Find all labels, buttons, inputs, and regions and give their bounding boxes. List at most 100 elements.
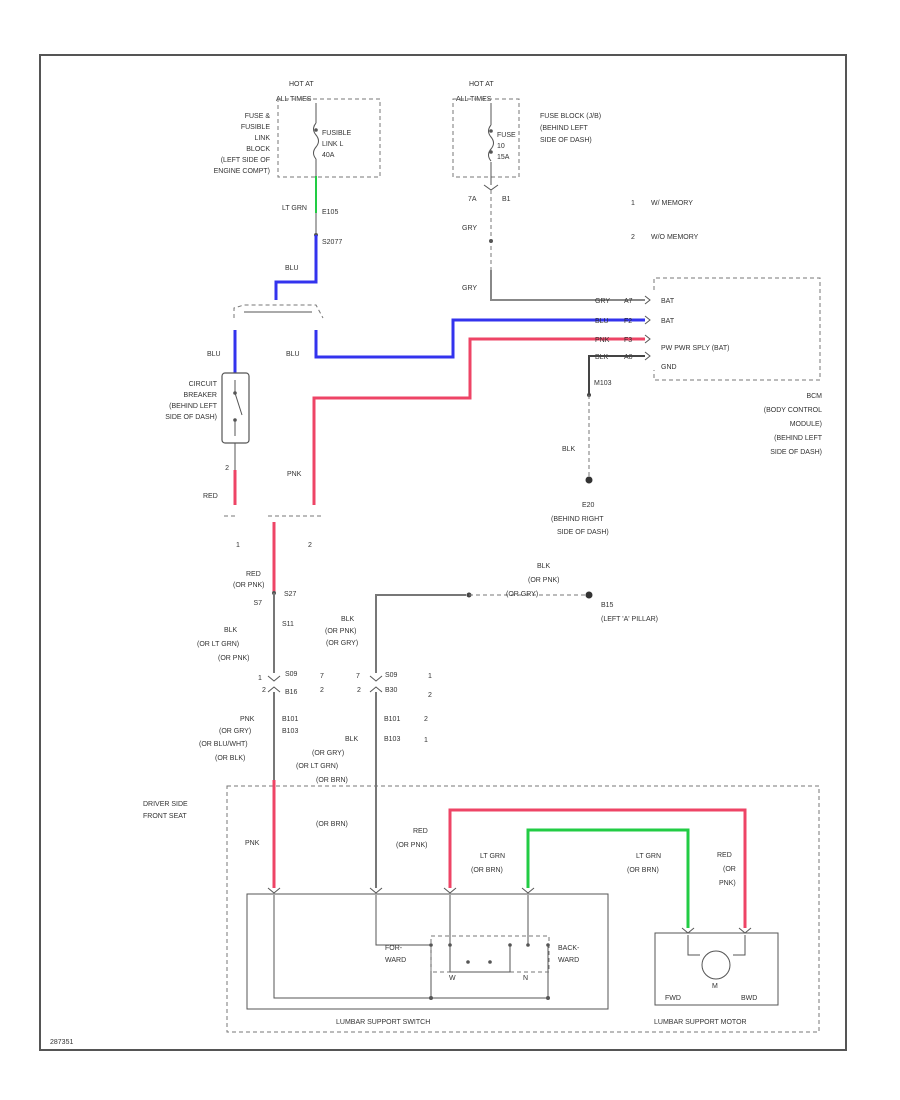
seat-ltgrn-right-b: (OR BRN) [627,867,659,874]
wire-blu-splice-label: BLU [285,265,299,272]
fuse-right-fuse-2: 10 [497,143,505,150]
lower-left-wire3-d: (OR BLK) [215,755,245,762]
bcm-name-1: BCM [806,393,822,400]
bcm-pin-2-wire: BLU [595,318,609,325]
bcm-pin-1-id: A7 [624,298,633,305]
lumbar-motor-box [654,932,779,1006]
fuse-left-fuse-2: LINK L [322,141,344,148]
seat-boundary [226,785,820,1033]
switch-contact-5 [546,943,550,947]
bcm-pin-2-name: BAT [661,318,675,325]
lower-mid-conn1-opt2: 1 [428,673,432,680]
motor-terminal-right [738,927,752,934]
bcm-pin-3-wire: PNK [595,337,610,344]
ground-b15-wire-a: BLK [537,563,551,570]
breaker-line-1: CIRCUIT [189,381,218,388]
lower-left-wire1-b: (OR PNK) [233,582,265,589]
lower-left-wire2-a: BLK [224,627,238,634]
fuse-left-dot [314,128,318,132]
bcm-connector: M103 [594,380,612,387]
switch-terminals [267,887,535,894]
bcm-pin-1-name: BAT [661,298,675,305]
bcm-name-4: (BEHIND LEFT [774,435,823,442]
legend-text-2: W/O MEMORY [651,234,699,241]
switch-lever [449,945,511,973]
lower-left-opt-7: 7 [320,673,324,680]
ground-e20-loc-1: (BEHIND RIGHT [551,516,604,523]
switch-contact-n: N [523,975,528,982]
lower-left-conn4: B103 [282,728,298,735]
legend-text-1: W/ MEMORY [651,200,693,207]
seat-red-right-c: PNK) [719,880,736,887]
lower-mid-conn4-opt: 1 [424,737,428,744]
fuse-right-loc-3: SIDE OF DASH) [540,137,592,144]
switch-forward-a: FOR- [385,945,403,952]
switch-contact-6 [466,960,470,964]
lower-mid-conn1-opt: 7 [356,673,360,680]
breaker-wire-bottom-label: RED [203,493,218,500]
fuse-right-fuse-3: 15A [497,154,510,161]
breaker-line-2: BREAKER [184,392,217,399]
splice-s2077-label: S2077 [322,239,342,246]
option-1: 1 [236,542,240,549]
seat-red-left-a: RED [413,828,428,835]
fuse-right-dot-b [489,150,493,154]
lower-mid-wire-top-c: (OR GRY) [326,640,358,647]
ground-b15-location: (LEFT 'A' PILLAR) [601,616,658,623]
lumbar-switch-box [246,893,609,1010]
lower-mid-conn4-id: B103 [384,736,400,743]
bcm-pin-3-id: F3 [624,337,632,344]
switch-contact-w: W [449,975,456,982]
option-2: 2 [308,542,312,549]
lower-mid-wire-bot-c: (OR LT GRN) [296,763,338,770]
switch-contact-frame [430,935,550,973]
bcm-box [653,277,821,381]
lower-mid-conn2-opt: 2 [357,687,361,694]
connector-7a-b1 [483,184,499,191]
bcm-pin-2-id: F2 [624,318,632,325]
switch-forward-b: WARD [385,957,406,964]
fuse-right-header: HOT AT [469,81,494,88]
bcm-pin-3-name: PW PWR SPLY (BAT) [661,345,729,352]
lower-mid-wire-bot-a: BLK [345,736,359,743]
bcm-pin-1-wire: GRY [595,298,610,305]
lower-left-wire3-b: (OR GRY) [219,728,251,735]
diagram-frame [39,54,847,1051]
fuse-left-fuse-3: 40A [322,152,335,159]
ground-b15-wire-b: (OR PNK) [528,577,560,584]
wire-gry-to-bcm [490,270,645,301]
bcm-name-3: MODULE) [790,421,822,428]
motor-internal-wiring [687,935,746,956]
lower-mid-wire-top-b: (OR PNK) [325,628,357,635]
lower-left-splice-b: S11 [282,621,294,628]
motor-terminal-left [681,927,695,934]
fuse-right-header2: ALL TIMES [456,96,492,103]
wire-ltgrn-switch-motor [526,828,690,928]
fuse-left-loc-3: LINK [254,135,270,142]
switch-terminal-4 [521,887,535,894]
fuse-right-fuse-1: FUSE [497,132,516,139]
motor-symbol: M [712,983,718,990]
seat-ltgrn-left-a: LT GRN [480,853,505,860]
ground-e20-symbol [585,476,593,484]
wire-pnk-label: PNK [287,471,302,478]
legend-num-2: 2 [631,234,635,241]
lower-left-conn1-opt: 1 [258,675,262,682]
wire-blu-splice [274,235,318,300]
wire-blu-right-label: BLU [286,351,300,358]
switch-contact-4 [526,943,530,947]
connector-s09-mid [369,675,383,693]
fuse-right-dot-a [489,129,493,133]
lower-left-conn3: B101 [282,716,298,723]
bcm-pin-4-name: GND [661,364,677,371]
fuse-left-loc-5: (LEFT SIDE OF [221,157,270,164]
bcm-pin-row-4: BLK A8 GND [595,351,677,371]
fuse-right-box [452,98,520,178]
lower-mid-wire-top-a: BLK [341,616,355,623]
connector-e105: E105 [322,209,338,216]
fuse-right-pin-a: 7A [468,196,477,203]
bcm-pin-4-wire: BLK [595,354,609,361]
lower-mid-conn3-id: B101 [384,716,400,723]
switch-terminal-2 [369,887,383,894]
wire-gry-label-top: GRY [462,225,477,232]
